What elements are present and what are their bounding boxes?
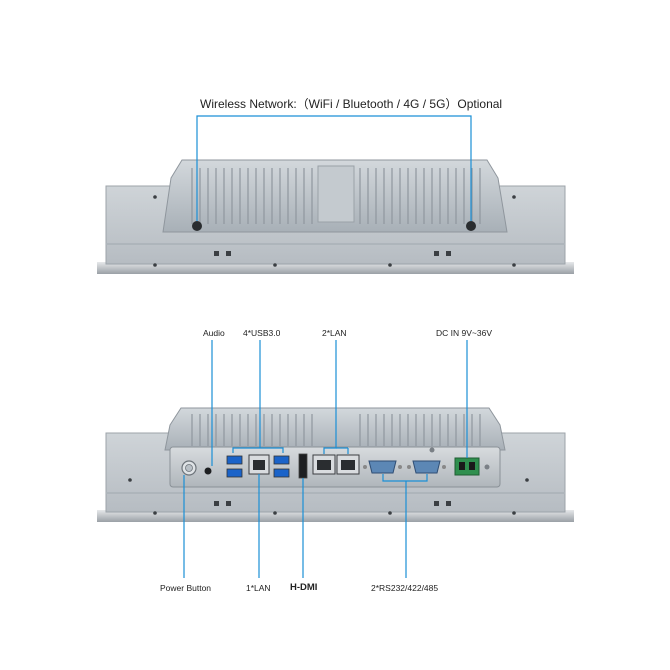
serial-ports bbox=[363, 447, 446, 474]
bottom-bezel bbox=[97, 510, 574, 522]
lan-ports-dual bbox=[312, 454, 360, 475]
bottom-heatsink-fins bbox=[191, 414, 481, 446]
hdmi-label: H-DMI bbox=[290, 582, 318, 593]
lan1-label: 1*LAN bbox=[246, 583, 271, 593]
dc-terminal bbox=[454, 457, 490, 476]
io-callout-lines bbox=[183, 340, 468, 578]
serial-label: 2*RS232/422/485 bbox=[371, 583, 439, 593]
top-housing-details bbox=[153, 195, 516, 267]
antenna-hole-left bbox=[192, 221, 202, 231]
wireless-network-label: Wireless Network:（WiFi / Bluetooth / 4G … bbox=[200, 97, 503, 111]
usb-label: 4*USB3.0 bbox=[243, 328, 281, 338]
audio-label: Audio bbox=[203, 328, 225, 338]
top-view-unit bbox=[97, 159, 574, 274]
wireless-callout-lines bbox=[196, 115, 472, 221]
top-heatsink-center-plate bbox=[317, 165, 355, 223]
audio-jack bbox=[204, 467, 212, 475]
top-heatsink-fins bbox=[191, 168, 481, 224]
bottom-housing-details bbox=[128, 478, 529, 515]
power-button-label: Power Button bbox=[160, 583, 212, 593]
dc-in-label: DC IN 9V~36V bbox=[436, 328, 492, 338]
bottom-heatsink bbox=[164, 407, 506, 451]
hdmi-port bbox=[298, 453, 308, 479]
usb-ports-left bbox=[226, 455, 243, 478]
lan2-label: 2*LAN bbox=[322, 328, 347, 338]
lan-port-single bbox=[248, 454, 270, 475]
antenna-hole-right bbox=[466, 221, 476, 231]
power-button bbox=[181, 460, 197, 476]
top-bezel bbox=[97, 262, 574, 274]
usb-ports-right bbox=[273, 455, 290, 478]
